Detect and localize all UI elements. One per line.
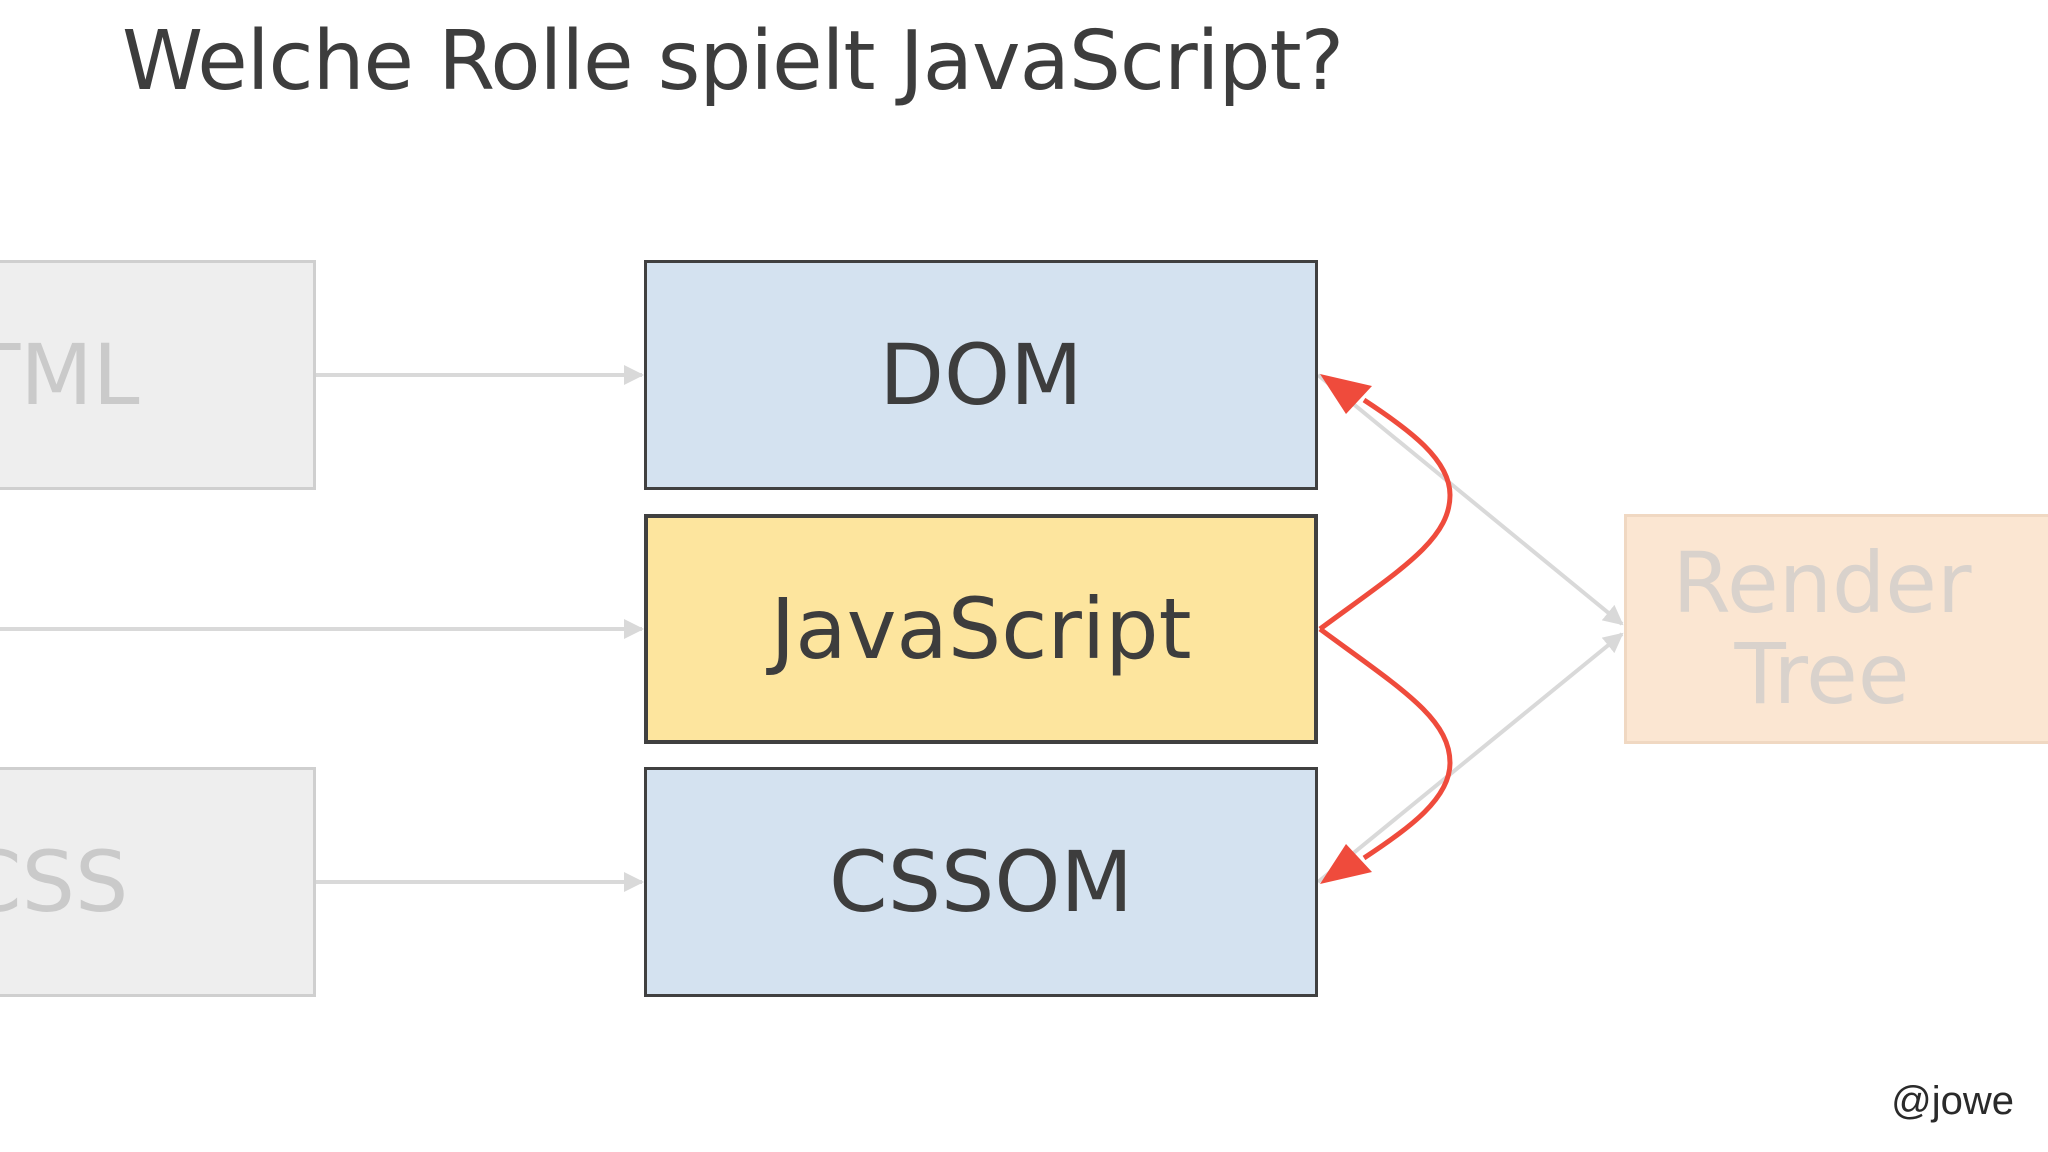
arrowhead-javascript-to-dom [1320,374,1372,414]
node-javascript: JavaScript [644,514,1318,744]
arrow-dom-to-render-tree [1316,373,1624,626]
node-html-label: TML [0,326,140,424]
arrow-javascript-to-cssom [1318,626,1453,861]
node-cssom-label: CSSOM [829,833,1133,931]
node-cssom: CSSOM [644,767,1318,997]
node-html: TML [0,260,316,490]
node-render-tree-label-line1: Render [1672,534,1972,633]
node-javascript-label: JavaScript [770,580,1192,678]
slide-title: Welche Rolle spielt JavaScript? [122,14,1344,109]
node-render-tree-label-line2: Tree [1734,625,1910,723]
author-credit: @jowe [1891,1079,2014,1123]
node-dom: DOM [644,260,1318,490]
arrow-javascript-to-dom [1318,397,1453,632]
node-dom-label: DOM [879,326,1083,424]
arrowhead-javascript-to-cssom [1320,844,1372,884]
node-css-label: CSS [0,833,129,931]
node-render-tree: Render Tree [1624,514,2048,744]
node-css: CSS [0,767,316,997]
arrow-cssom-to-render-tree [1316,632,1624,884]
